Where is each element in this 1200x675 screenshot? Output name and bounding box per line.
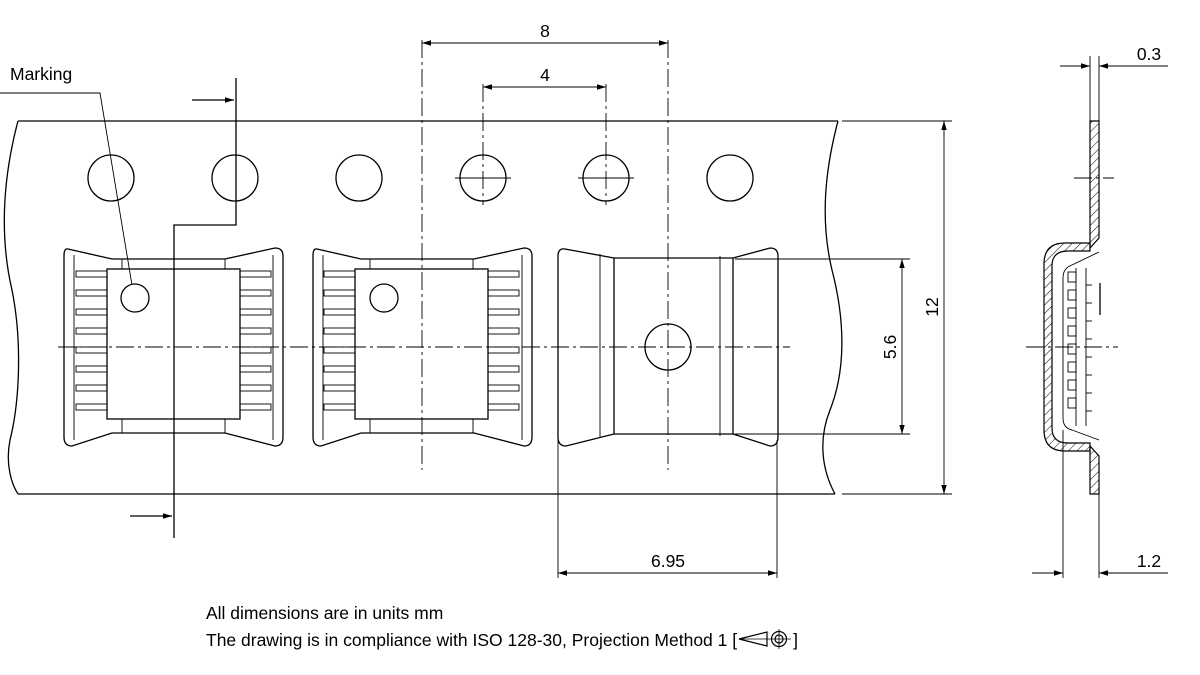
pocket-with-ic-2 [312,247,533,447]
dimension-width-12: 12 [842,120,952,495]
sprocket-hole [211,154,259,202]
center-lines [58,40,1118,470]
dim-8-label: 8 [540,21,550,41]
ic-leads-right [239,270,272,411]
compliance-note: The drawing is in compliance with ISO 12… [206,629,798,651]
ic-leads-left [323,270,356,411]
compliance-bracket: ] [793,630,798,650]
ic-leads-right [487,270,520,411]
dim-5-6-label: 5.6 [880,335,900,359]
carrier-tape-outline [3,120,843,495]
dim-0-3-label: 0.3 [1137,44,1161,64]
marking-callout: Marking [0,64,133,286]
sprocket-holes [87,154,754,202]
marking-label: Marking [10,64,72,84]
ic-leads-left [75,270,108,411]
dimension-pitch-8: 8 [422,21,668,46]
dimension-pitch-4: 4 [483,65,606,90]
dim-6-95-label: 6.95 [651,551,685,571]
dimension-5-6: 5.6 [735,258,910,435]
sprocket-hole [87,154,135,202]
dimension-6-95: 6.95 [557,440,778,578]
dim-4-label: 4 [540,65,550,85]
pin1-marking-dot [120,283,150,313]
units-note: All dimensions are in units mm [206,603,444,623]
sprocket-hole [706,154,754,202]
dim-1-2-label: 1.2 [1137,551,1161,571]
pocket-with-ic-1 [63,247,284,447]
side-view-leads [1067,268,1092,426]
dim-12-label: 12 [922,297,942,316]
compliance-text: The drawing is in compliance with ISO 12… [206,630,738,650]
side-section-view: 0.3 1.2 [1032,44,1168,578]
section-cut-line [130,78,237,538]
sprocket-hole [335,154,383,202]
pin1-marking-dot [369,283,399,313]
first-angle-projection-icon [738,629,792,649]
